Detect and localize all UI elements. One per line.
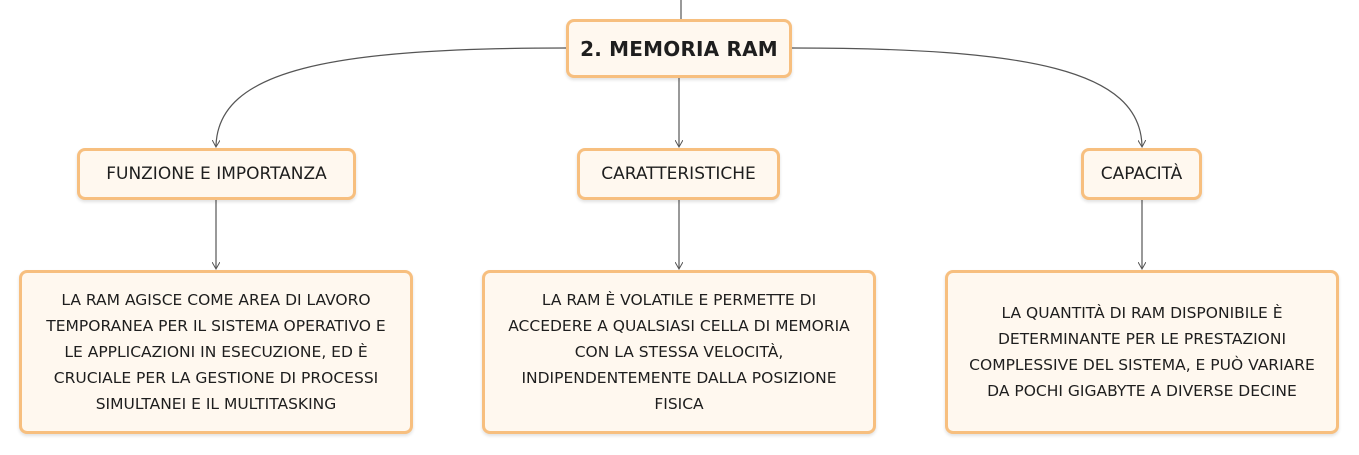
connector-root-to-funzione xyxy=(216,47,567,146)
category-node-label: CAPACITÀ xyxy=(1100,164,1183,184)
description-text: LA QUANTITÀ DI RAM DISPONIBILE È DETERMI… xyxy=(969,304,1315,400)
description-node-capacita[interactable]: LA QUANTITÀ DI RAM DISPONIBILE È DETERMI… xyxy=(945,270,1339,434)
category-node-caratteristiche[interactable]: CARATTERISTICHE xyxy=(577,148,780,200)
description-node-funzione[interactable]: LA RAM AGISCE COME AREA DI LAVORO TEMPOR… xyxy=(19,270,413,434)
category-node-funzione[interactable]: FUNZIONE E IMPORTANZA xyxy=(77,148,356,200)
description-node-caratteristiche[interactable]: LA RAM È VOLATILE E PERMETTE DI ACCEDERE… xyxy=(482,270,876,434)
root-node-label: 2. MEMORIA RAM xyxy=(580,36,778,61)
connector-root-to-capacita xyxy=(791,47,1142,146)
category-node-label: CARATTERISTICHE xyxy=(601,164,756,184)
description-text: LA RAM AGISCE COME AREA DI LAVORO TEMPOR… xyxy=(46,291,386,413)
category-node-capacita[interactable]: CAPACITÀ xyxy=(1081,148,1202,200)
category-node-label: FUNZIONE E IMPORTANZA xyxy=(106,164,327,184)
root-node[interactable]: 2. MEMORIA RAM xyxy=(566,19,792,78)
description-text: LA RAM È VOLATILE E PERMETTE DI ACCEDERE… xyxy=(508,291,850,413)
